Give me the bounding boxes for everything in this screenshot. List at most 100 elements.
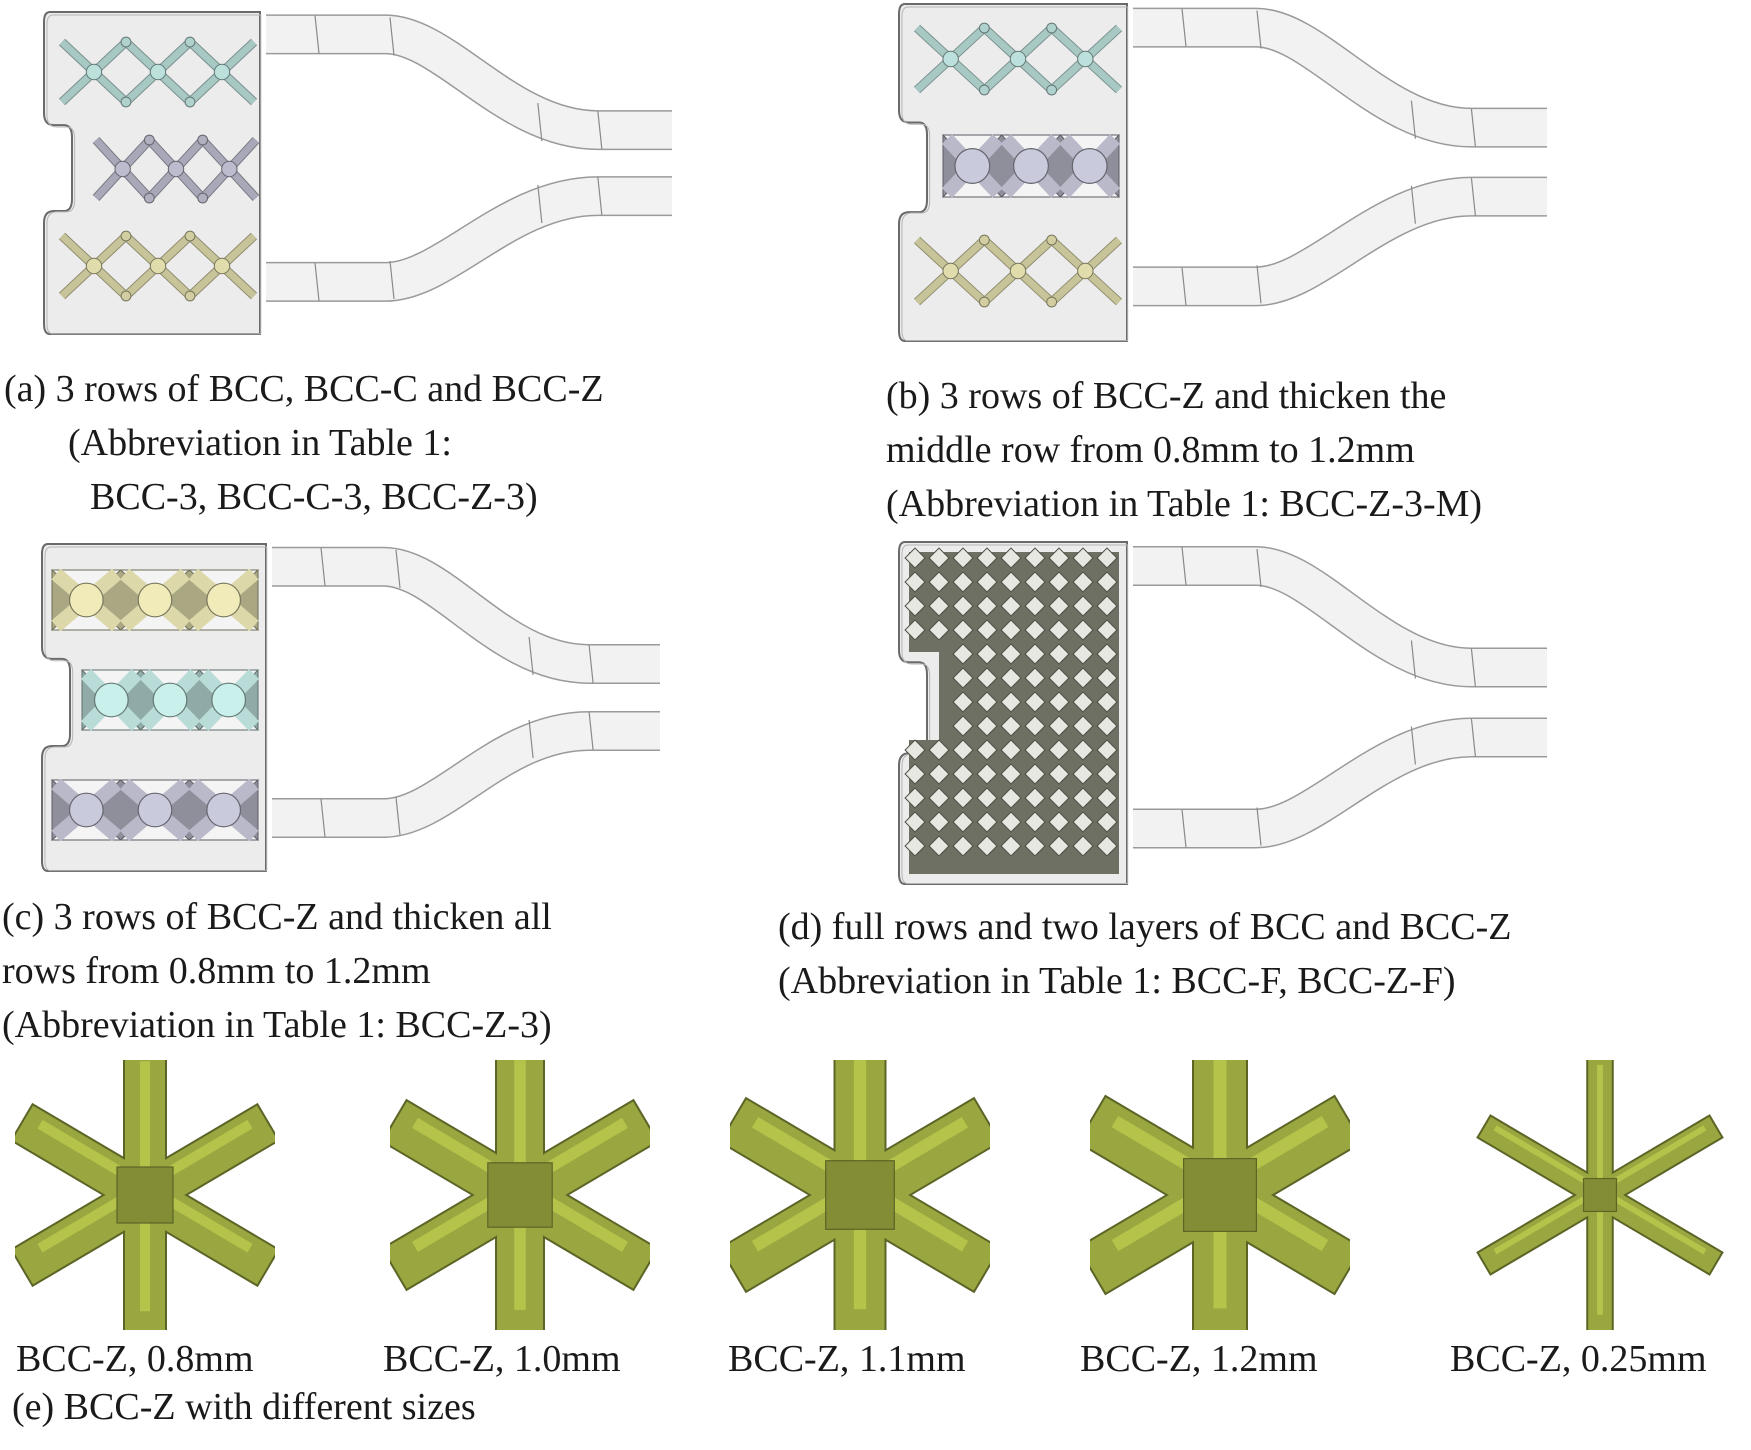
cell-node (825, 1160, 895, 1230)
lattice-void (1000, 835, 1022, 857)
lattice-void (1000, 715, 1022, 737)
lattice-void (1072, 667, 1094, 689)
lattice-void (1024, 811, 1046, 833)
heat-sink-model-a (43, 11, 672, 335)
lattice-void (1000, 691, 1022, 713)
lattice-node (143, 192, 155, 204)
channel-seam (1470, 718, 1476, 757)
channel-seam (597, 177, 603, 216)
lattice-void (1000, 787, 1022, 809)
panel-d-figure (895, 538, 1555, 888)
lattice-void (1024, 547, 1046, 569)
lattice-node (184, 96, 196, 108)
bcc-z-cell-icon (718, 1043, 1002, 1347)
lattice-void (1048, 715, 1070, 737)
lattice-void (1024, 835, 1046, 857)
lattice-void (952, 715, 974, 737)
lattice-void (1072, 643, 1094, 665)
lattice-node (978, 22, 990, 34)
lattice-void (952, 595, 974, 617)
lattice-void (1000, 547, 1022, 569)
lattice-node (1071, 148, 1108, 184)
lattice-void (1024, 619, 1046, 641)
channel-seam (588, 644, 594, 684)
panel-b-caption-line2: middle row from 0.8mm to 1.2mm (886, 429, 1415, 471)
channel-seam (1410, 726, 1416, 765)
channel-seam (389, 17, 395, 56)
panel-b-caption-line3: (Abbreviation in Table 1: BCC-Z-3-M) (886, 483, 1483, 525)
lattice-node (137, 792, 173, 828)
flow-channel-fill (266, 177, 672, 301)
lattice-node (184, 290, 196, 302)
lattice-node (1077, 262, 1094, 280)
lattice-node (1046, 234, 1058, 246)
lattice-void (976, 571, 998, 593)
lattice-void (1048, 571, 1070, 593)
heat-sink-model-c (41, 543, 660, 872)
lattice-void (904, 571, 926, 593)
lattice-void (1072, 619, 1094, 641)
lattice-void (1072, 835, 1094, 857)
channel-seam (1470, 648, 1476, 687)
lattice-void (1048, 547, 1070, 569)
heat-sink-model-b (898, 3, 1547, 342)
lattice-void (1096, 739, 1118, 761)
channel-seam (320, 547, 326, 586)
lattice-node (1009, 50, 1027, 68)
channel-seam (395, 549, 401, 588)
cell-node (1582, 1177, 1618, 1213)
lattice-void (1072, 715, 1094, 737)
channel-seam (389, 260, 395, 299)
lattice-node (1046, 84, 1058, 96)
channel-seam (1410, 640, 1416, 679)
lattice-void (1096, 691, 1118, 713)
channel-seam (1256, 548, 1262, 588)
bcc-z-cell-icon (9, 1048, 281, 1342)
lattice-node (1009, 262, 1027, 280)
channel-seam (1181, 546, 1187, 586)
lattice-void (928, 595, 950, 617)
flow-channel-fill (266, 15, 672, 149)
lattice-void (1048, 811, 1070, 833)
lattice-void (1024, 595, 1046, 617)
lattice-void (952, 547, 974, 569)
lattice-node (143, 134, 155, 146)
lattice-void (928, 787, 950, 809)
flow-channel-fill (1133, 178, 1547, 305)
lattice-void (976, 691, 998, 713)
lattice-void (904, 763, 926, 785)
lattice-void (952, 787, 974, 809)
lattice-node (85, 257, 103, 275)
channel-seam (1256, 10, 1262, 49)
panel-a-caption: (a) 3 rows of BCC, BCC-C and BCC-Z (Abbr… (4, 362, 604, 524)
lattice-void (1000, 571, 1022, 593)
lattice-node (68, 582, 104, 618)
lattice-void (928, 835, 950, 857)
cell-node (116, 1166, 174, 1224)
lattice-void (952, 811, 974, 833)
lattice-node (184, 230, 196, 242)
channel-seam (1410, 185, 1416, 224)
lattice-void (928, 571, 950, 593)
channel-seam (1256, 807, 1262, 846)
heat-sink-inner-edge (46, 14, 262, 335)
lattice-void (1024, 739, 1046, 761)
lattice-node (184, 36, 196, 48)
lattice-node (1013, 148, 1049, 184)
lattice-void (1000, 595, 1022, 617)
unit-cell-0 (9, 1048, 281, 1342)
lattice-node (942, 50, 959, 68)
lattice-void (1072, 571, 1094, 593)
channel-seam (1181, 267, 1187, 306)
panel-c-caption-line1: (c) 3 rows of BCC-Z and thicken all (2, 896, 552, 938)
cell-node (1182, 1157, 1258, 1233)
lattice-void (1000, 643, 1022, 665)
lattice-void (952, 739, 974, 761)
flow-channel-fill (1133, 719, 1547, 847)
lattice-void (928, 811, 950, 833)
unit-cell-1 (380, 1045, 660, 1345)
lattice-void (976, 667, 998, 689)
channel-seam (320, 798, 326, 838)
lattice-node (213, 63, 231, 81)
bcc-z-cell-icon (380, 1045, 660, 1345)
